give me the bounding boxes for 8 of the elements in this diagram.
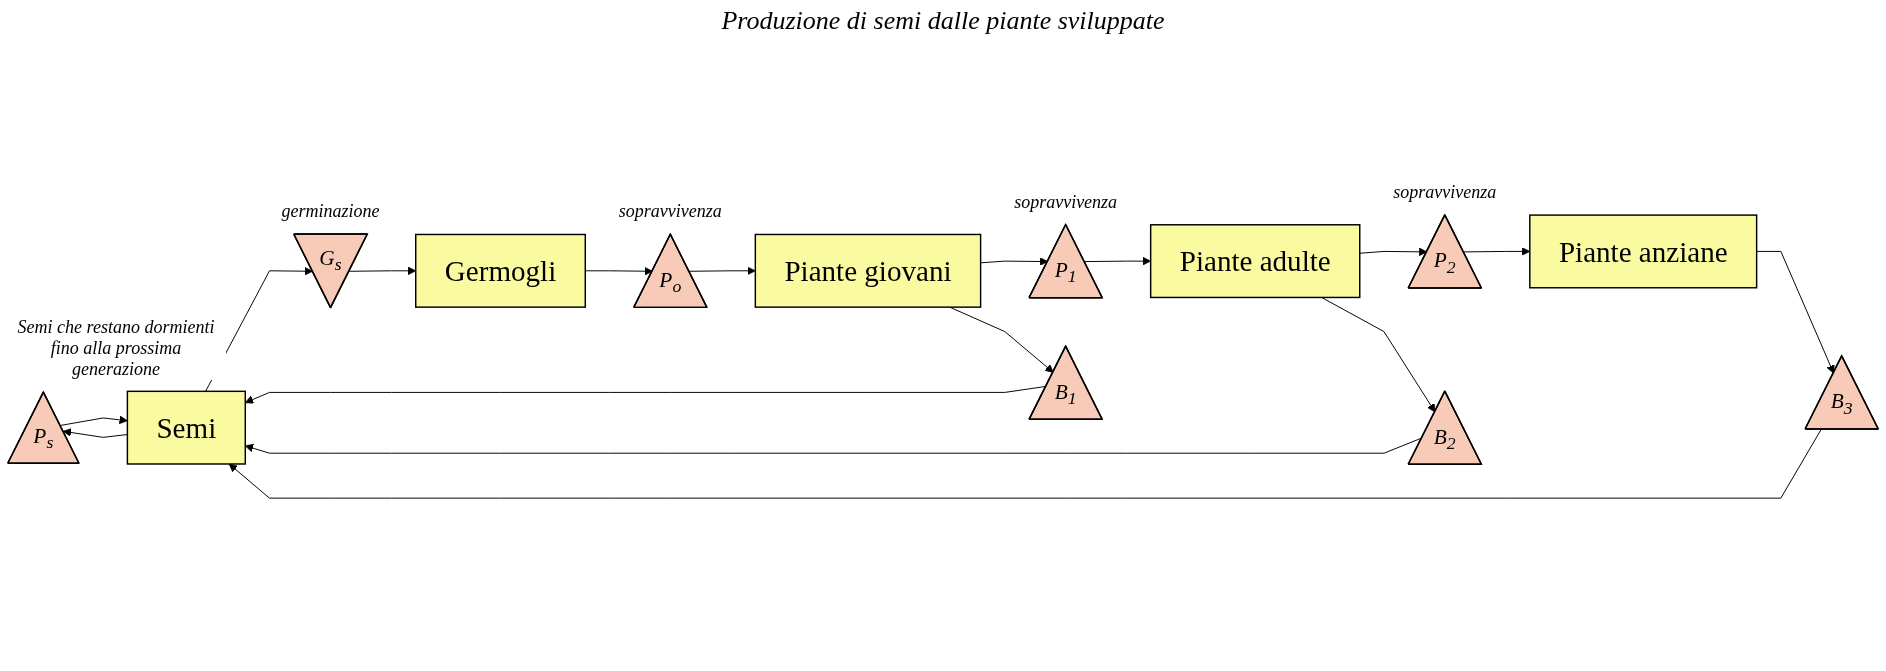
node-box: Germogli [415, 233, 586, 308]
node-box: Semi [126, 390, 246, 465]
node-box: Piante adulte [1149, 224, 1361, 299]
node-box: Piante giovani [754, 233, 982, 308]
caption-text: germinazione [281, 201, 380, 223]
caption-text: sopravvivenza [618, 201, 722, 223]
note-text: Produzione di semi dalle piante sviluppate [721, 6, 1165, 36]
node-box: Piante anziane [1529, 214, 1758, 289]
